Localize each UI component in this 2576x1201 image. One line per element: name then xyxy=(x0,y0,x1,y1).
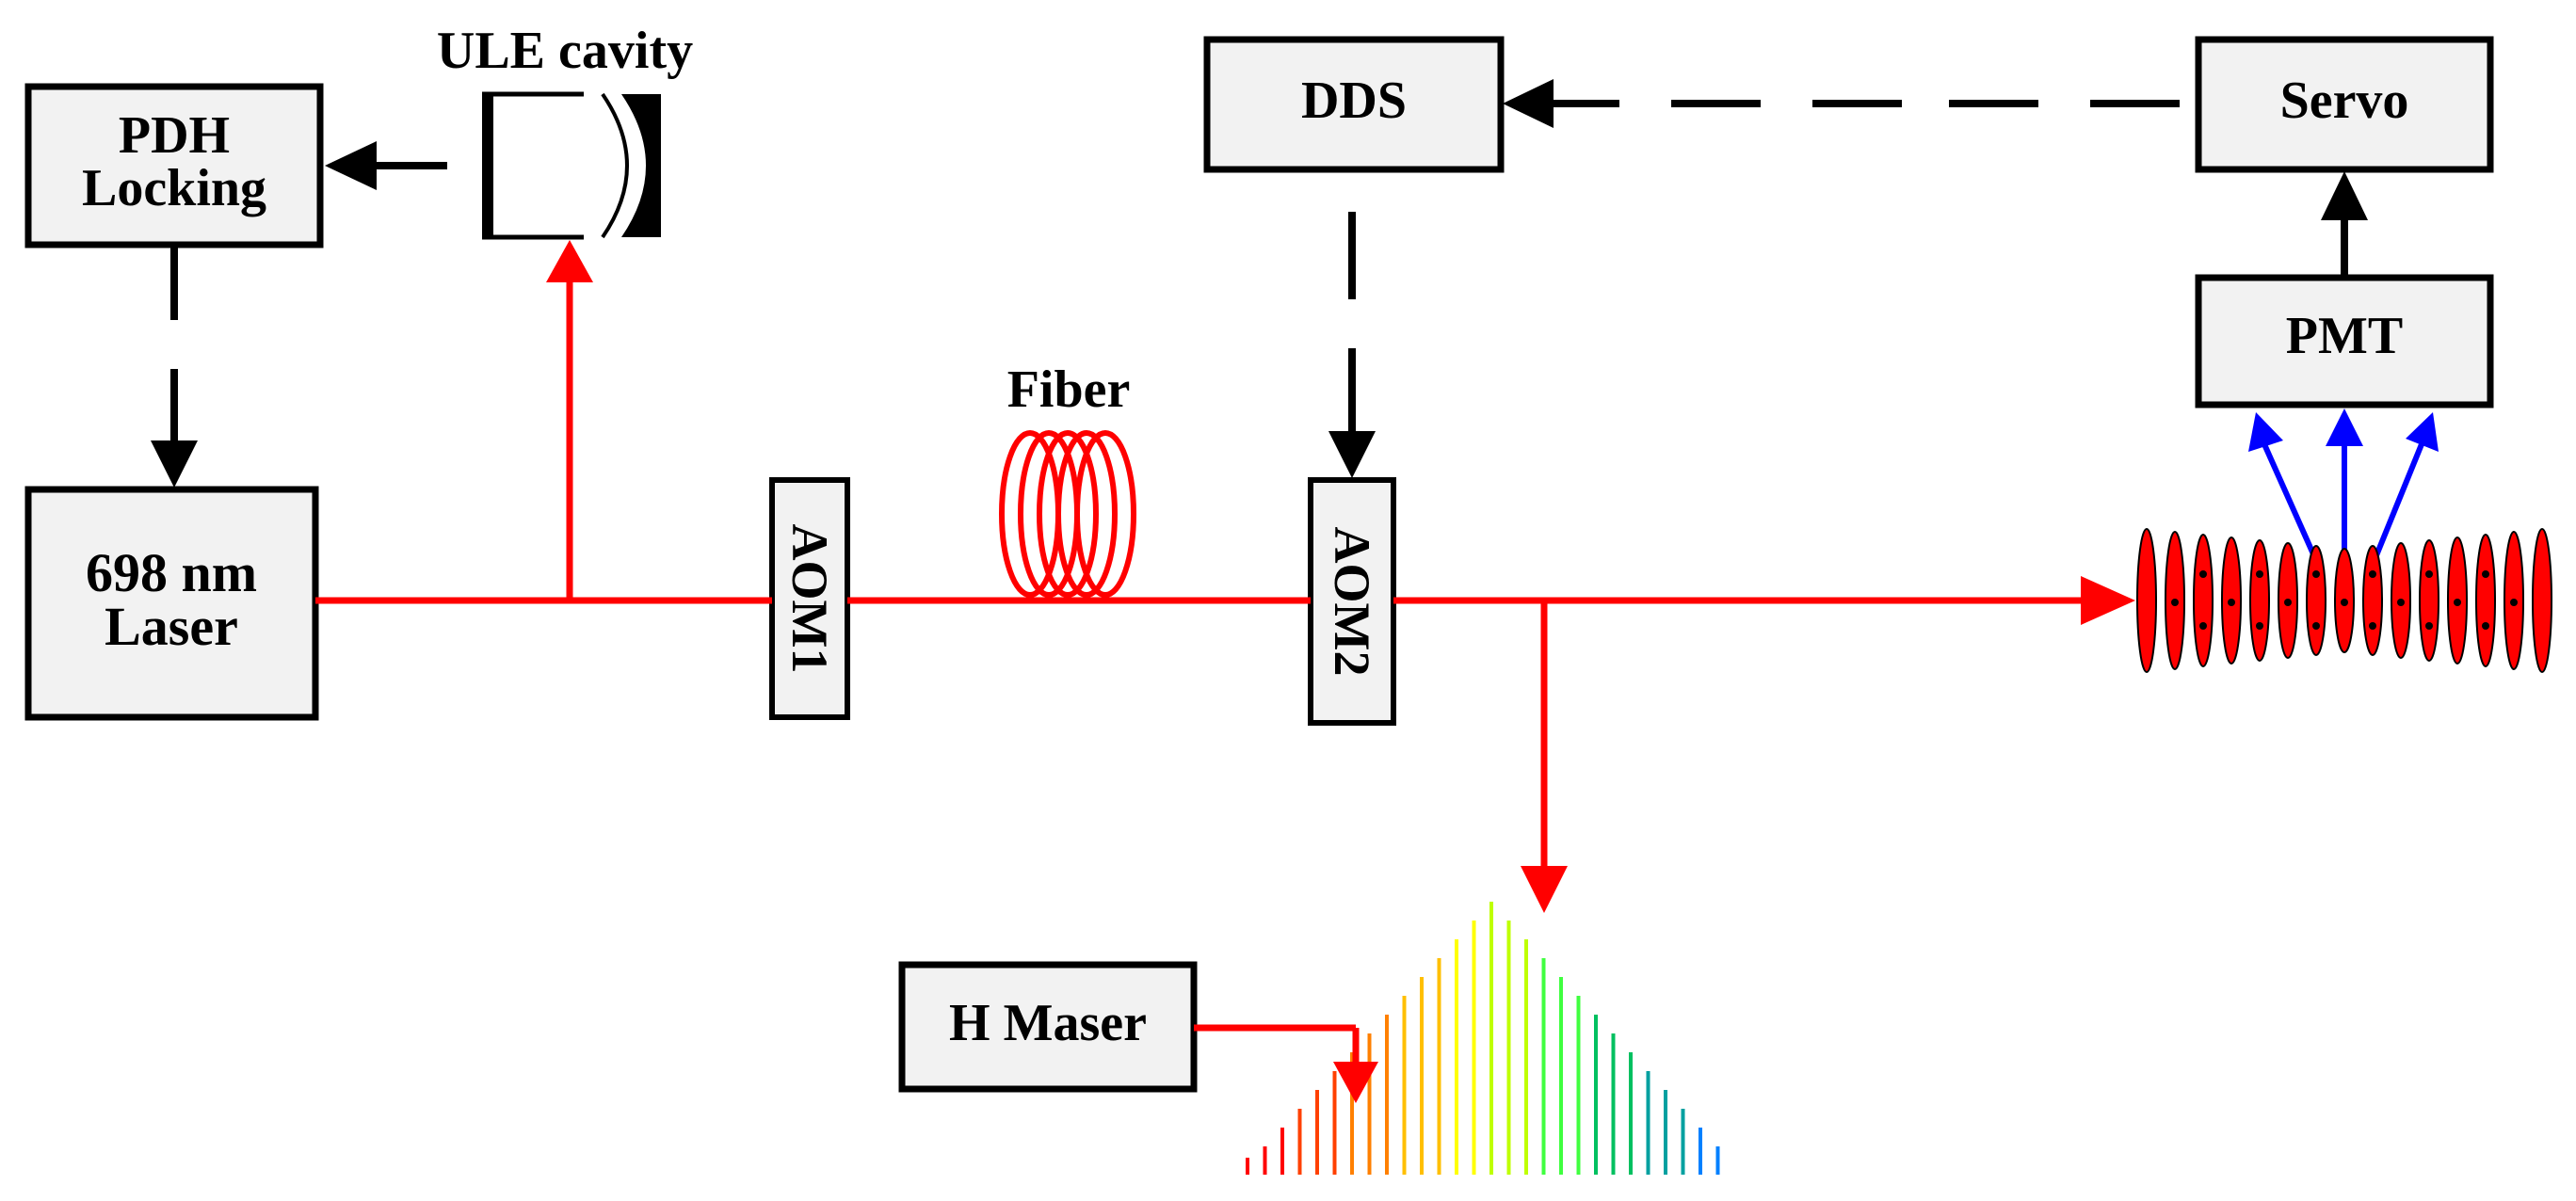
trapped-atom xyxy=(2425,622,2433,630)
lattice-site xyxy=(2362,545,2383,656)
trapped-atom xyxy=(2425,570,2433,578)
pmt-box: PMT xyxy=(2195,274,2494,408)
control-signals xyxy=(151,79,2368,488)
lattice-site xyxy=(2136,528,2157,673)
trapped-atom xyxy=(2256,622,2263,630)
dds-box: DDS xyxy=(1203,36,1505,173)
lattice-site xyxy=(2193,534,2214,667)
fiber-label: Fiber xyxy=(1007,360,1131,419)
fiber-coil: Fiber xyxy=(999,360,1136,598)
lattice-site xyxy=(2532,528,2552,673)
dds-label: DDS xyxy=(1301,72,1407,130)
trapped-atom xyxy=(2284,599,2292,606)
trapped-atom xyxy=(2397,599,2405,606)
laser-box: 698 nm Laser xyxy=(24,486,319,721)
trapped-atom xyxy=(2510,599,2518,606)
aom1-label: AOM1 xyxy=(781,524,838,674)
laser-label-line1: 698 nm xyxy=(86,542,257,603)
trapped-atom xyxy=(2312,570,2320,578)
trapped-atom xyxy=(2199,570,2207,578)
pdh-label-line2: Locking xyxy=(82,159,266,217)
trapped-atom xyxy=(2369,570,2376,578)
h-maser-reference xyxy=(1194,1024,1378,1103)
trapped-atom xyxy=(2228,599,2235,606)
optical-lattice xyxy=(2136,528,2552,673)
beam-arrowhead xyxy=(2081,576,2135,625)
trapped-atom xyxy=(2171,599,2179,606)
pdh-locking-box: PDH Locking xyxy=(24,83,324,248)
pdh-label-line1: PDH xyxy=(119,106,230,165)
servo-box: Servo xyxy=(2195,36,2494,173)
trapped-atom xyxy=(2482,570,2489,578)
servo-label: Servo xyxy=(2280,72,2409,130)
lattice-site xyxy=(2419,539,2439,662)
trapped-atom xyxy=(2454,599,2461,606)
trapped-atom xyxy=(2312,622,2320,630)
fluorescence-arrows xyxy=(2248,408,2439,567)
trapped-atom xyxy=(2256,570,2263,578)
h-maser-label: H Maser xyxy=(949,994,1147,1052)
frequency-comb xyxy=(1246,902,1720,1175)
pmt-label: PMT xyxy=(2286,307,2403,365)
lattice-site xyxy=(2249,539,2270,662)
h-maser-box: H Maser xyxy=(898,961,1198,1093)
laser-label-line2: Laser xyxy=(105,596,238,657)
ule-cavity: ULE cavity xyxy=(437,22,693,240)
trapped-atom xyxy=(2482,622,2489,630)
laser-beam xyxy=(315,240,2135,913)
ule-cavity-label: ULE cavity xyxy=(437,22,693,80)
trapped-atom xyxy=(2199,622,2207,630)
lattice-site xyxy=(2475,534,2496,667)
trapped-atom xyxy=(2341,599,2348,606)
aom2-label: AOM2 xyxy=(1324,527,1380,677)
lattice-site xyxy=(2306,545,2326,656)
aom2-box: AOM2 xyxy=(1308,477,1396,726)
trapped-atom xyxy=(2369,622,2376,630)
aom1-box: AOM1 xyxy=(769,477,850,720)
